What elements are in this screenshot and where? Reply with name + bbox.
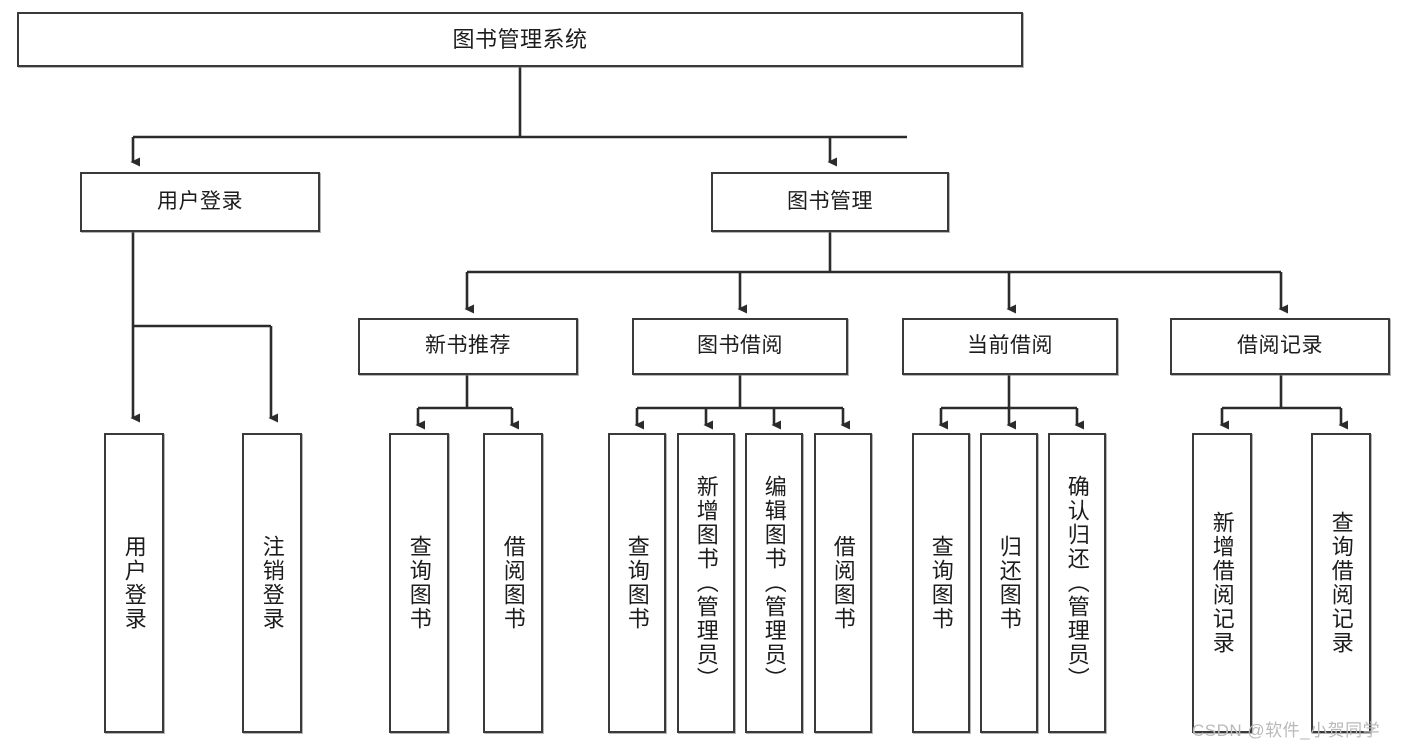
leaf-borrow-book[interactable]: 借阅图书 [814,433,872,733]
node-label: 借阅图书 [830,535,856,631]
leaf-borrow-book-recommend[interactable]: 借阅图书 [483,433,543,733]
leaf-query-book-recommend[interactable]: 查询图书 [389,433,449,733]
node-user-login[interactable]: 用户登录 [80,172,320,232]
leaf-edit-book-admin[interactable]: 编辑图书（管理员） [745,433,803,733]
node-label: 查询图书 [406,535,432,631]
csdn-watermark: CSDN @软件_小贺同学 [1192,721,1381,740]
node-book-borrow[interactable]: 图书借阅 [632,318,848,375]
leaf-query-book-borrow[interactable]: 查询图书 [608,433,666,733]
node-label: 新增借阅记录 [1209,511,1235,655]
node-root-book-management-system[interactable]: 图书管理系统 [17,12,1023,67]
leaf-user-login[interactable]: 用户登录 [104,433,164,733]
node-label: 图书管理系统 [452,26,588,52]
node-book-management[interactable]: 图书管理 [711,172,949,232]
node-label: 当前借阅 [967,334,1053,358]
leaf-logout[interactable]: 注销登录 [242,433,302,733]
leaf-confirm-return-admin[interactable]: 确认归还（管理员） [1048,433,1106,733]
node-label: 借阅图书 [500,535,526,631]
node-label: 新增图书（管理员） [693,475,719,691]
node-label: 编辑图书（管理员） [761,475,787,691]
leaf-query-book-current[interactable]: 查询图书 [912,433,970,733]
node-label: 借阅记录 [1237,334,1323,358]
leaf-add-book-admin[interactable]: 新增图书（管理员） [677,433,735,733]
node-label: 查询图书 [928,535,954,631]
node-borrow-record[interactable]: 借阅记录 [1170,318,1390,375]
node-label: 查询图书 [624,535,650,631]
node-label: 用户登录 [121,535,147,631]
node-label: 新书推荐 [425,334,511,358]
node-label: 归还图书 [996,535,1022,631]
node-label: 查询借阅记录 [1328,511,1354,655]
node-label: 确认归还（管理员） [1064,475,1090,691]
leaf-query-borrow-record[interactable]: 查询借阅记录 [1311,433,1371,733]
node-current-borrow[interactable]: 当前借阅 [902,318,1118,375]
node-new-book-recommend[interactable]: 新书推荐 [358,318,578,375]
node-label: 图书管理 [787,189,873,213]
leaf-return-book[interactable]: 归还图书 [980,433,1038,733]
node-label: 用户登录 [157,189,243,213]
leaf-add-borrow-record[interactable]: 新增借阅记录 [1192,433,1252,733]
node-label: 注销登录 [259,535,285,631]
node-label: 图书借阅 [697,334,783,358]
